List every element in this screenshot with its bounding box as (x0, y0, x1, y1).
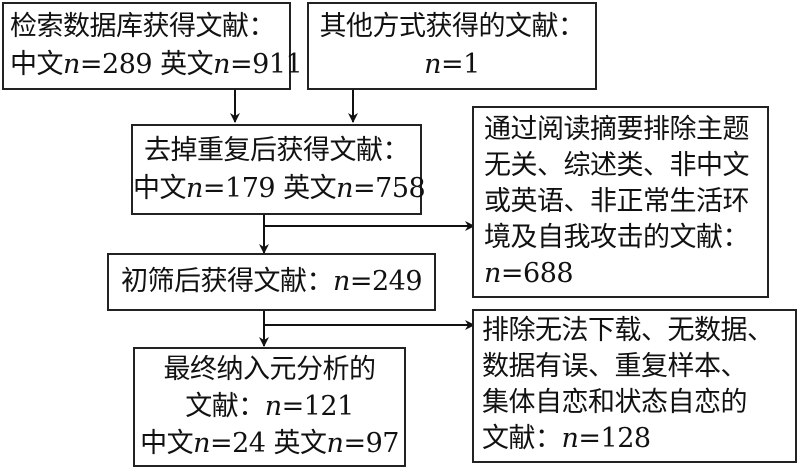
count: 688 (523, 258, 574, 289)
other-sources-box: 其他方式获得的文献： n=1 (307, 2, 597, 90)
n-symbol: n (332, 266, 350, 297)
eq-sign: = (230, 49, 253, 80)
count: 1 (463, 49, 480, 80)
database-search-box: 检索数据库获得文献： 中文n=289 英文n=911 (2, 2, 303, 90)
initial-screen-title: 初筛后获得文献： (120, 266, 334, 297)
n-symbol: n (326, 428, 344, 459)
n-symbol: n (264, 391, 282, 422)
zh-label: 中文 (10, 49, 64, 80)
database-search-title: 检索数据库获得文献： (10, 11, 276, 42)
exclusion-fulltext-line: 集体自恋和状态自恋的 (482, 387, 748, 418)
zh-count: 289 (102, 49, 153, 80)
final-included-title: 最终纳入元分析的 (163, 354, 377, 385)
n-symbol: n (63, 49, 80, 80)
final-included-counts: 中文n=24 英文n=97 (135, 425, 404, 462)
eq-sign: = (343, 428, 366, 459)
eq-sign: = (281, 391, 305, 422)
other-sources-count: n=1 (309, 46, 595, 84)
exclusion-abstract-line: 无关、综述类、非中文 (484, 150, 750, 181)
after-dedup-title: 去掉重复后获得文献： (144, 135, 410, 166)
n-symbol: n (193, 428, 210, 459)
count: 121 (303, 391, 355, 422)
database-search-counts: 中文n=289 英文n=911 (10, 46, 303, 84)
exclusion-fulltext-line: 排除无法下载、无数据、 (482, 315, 774, 346)
en-count: 911 (252, 49, 303, 80)
exclusion-fulltext-count: 文献：n=128 (482, 421, 795, 457)
exclusion-abstract-line: 通过阅读摘要排除主题 (484, 114, 750, 145)
exclusion-fulltext-box: 排除无法下载、无数据、 数据有误、重复样本、 集体自恋和状态自恋的 文献：n=1… (472, 309, 797, 463)
n-symbol: n (336, 173, 354, 204)
exclusion-abstract-line: 或英语、非正常生活环 (484, 186, 750, 217)
initial-screen-box: 初筛后获得文献：n=249 (107, 253, 436, 311)
after-dedup-box: 去掉重复后获得文献： 中文n=179 英文n=758 (131, 124, 426, 215)
eq-sign: = (202, 173, 226, 204)
zh-label: 中文 (133, 173, 187, 204)
exclusion-abstract-box: 通过阅读摘要排除主题 无关、综述类、非中文 或英语、非正常生活环 境及自我攻击的… (472, 106, 769, 298)
final-included-box: 最终纳入元分析的 文献：n=121 中文n=24 英文n=97 (133, 347, 406, 467)
after-dedup-counts: 中文n=179 英文n=758 (133, 170, 426, 208)
eq-sign: = (209, 428, 233, 459)
zh-count: 24 (232, 428, 266, 459)
exclusion-fulltext-label: 文献： (482, 423, 562, 454)
exclusion-abstract-count: n=688 (484, 256, 767, 292)
final-included-label: 文献： (185, 391, 265, 422)
other-sources-title: 其他方式获得的文献： (319, 11, 586, 42)
eq-sign: = (79, 49, 103, 80)
en-label: 英文 (283, 173, 337, 204)
en-count: 97 (365, 428, 400, 459)
final-included-total: 文献：n=121 (135, 388, 404, 425)
en-count: 758 (375, 173, 426, 204)
n-symbol: n (561, 423, 579, 454)
zh-count: 179 (225, 173, 276, 204)
eq-sign: = (353, 173, 376, 204)
eq-sign: = (578, 423, 601, 454)
n-symbol: n (424, 49, 442, 80)
n-symbol: n (484, 258, 501, 289)
exclusion-abstract-line: 境及自我攻击的文献： (484, 222, 750, 253)
count: 128 (600, 423, 652, 454)
n-symbol: n (186, 173, 203, 204)
eq-sign: = (349, 266, 373, 297)
en-label: 英文 (160, 49, 214, 80)
eq-sign: = (441, 49, 464, 80)
initial-screen-text: 初筛后获得文献：n=249 (109, 263, 434, 301)
count: 249 (371, 266, 423, 297)
en-label: 英文 (273, 428, 328, 459)
exclusion-fulltext-line: 数据有误、重复样本、 (482, 351, 748, 382)
eq-sign: = (500, 258, 524, 289)
n-symbol: n (213, 49, 231, 80)
zh-label: 中文 (140, 428, 194, 459)
